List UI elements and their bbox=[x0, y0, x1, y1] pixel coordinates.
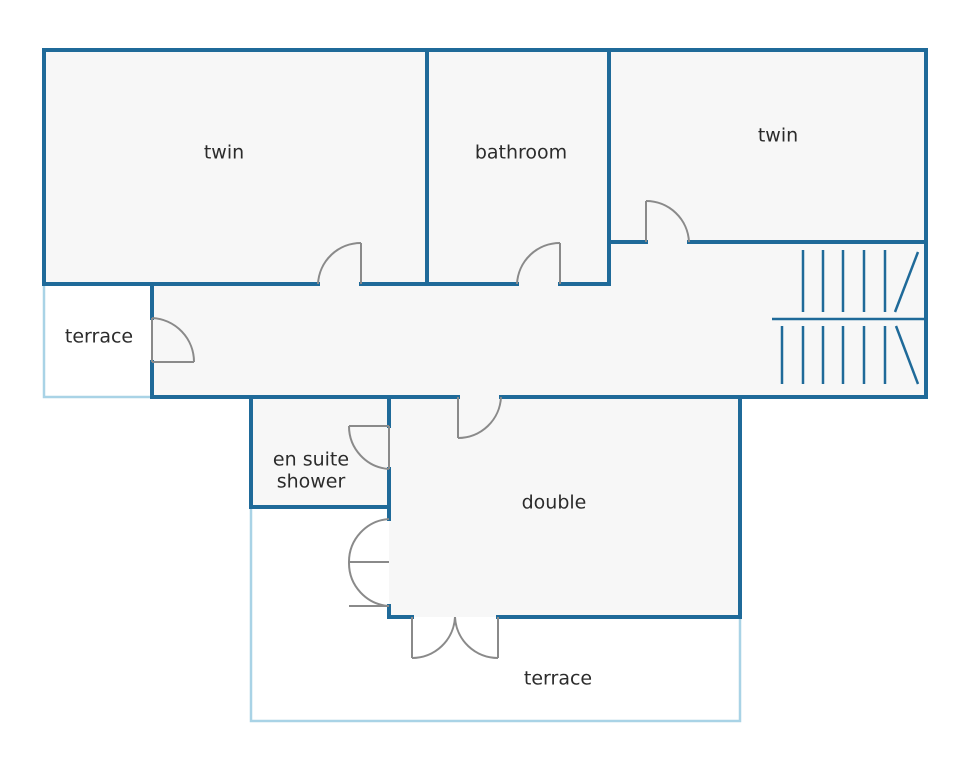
label-terrace-bottom: terrace bbox=[524, 668, 592, 690]
floor-twin-right bbox=[609, 50, 926, 242]
floor-en-suite bbox=[251, 397, 389, 507]
door-terrace-left bbox=[151, 317, 196, 363]
label-bathroom: bathroom bbox=[475, 142, 567, 164]
floor-double bbox=[389, 397, 740, 617]
terrace-left-edge bbox=[42, 284, 152, 399]
door-bathroom bbox=[516, 241, 561, 285]
door-double-side bbox=[347, 518, 390, 607]
floor-fills bbox=[44, 50, 926, 617]
label-twin-right: twin bbox=[758, 125, 798, 147]
staircase bbox=[772, 250, 926, 385]
label-double: double bbox=[522, 492, 587, 514]
label-en-suite-line1: en suite bbox=[273, 449, 349, 471]
floor-hallway-left bbox=[152, 284, 609, 397]
door-double-bottom bbox=[411, 616, 499, 660]
door-double-hall bbox=[457, 396, 502, 440]
walls bbox=[42, 48, 928, 619]
room-labels: twin bathroom twin terrace en suite show… bbox=[65, 125, 798, 690]
label-twin-left: twin bbox=[204, 142, 244, 164]
label-en-suite-line2: shower bbox=[277, 471, 346, 493]
door-en-suite bbox=[347, 425, 390, 470]
doors bbox=[151, 199, 690, 660]
terrace-edges bbox=[42, 284, 742, 723]
door-twin-left bbox=[317, 241, 362, 285]
door-twin-right bbox=[645, 199, 690, 243]
terrace-bottom-edge bbox=[249, 507, 742, 723]
label-terrace-left: terrace bbox=[65, 326, 133, 348]
